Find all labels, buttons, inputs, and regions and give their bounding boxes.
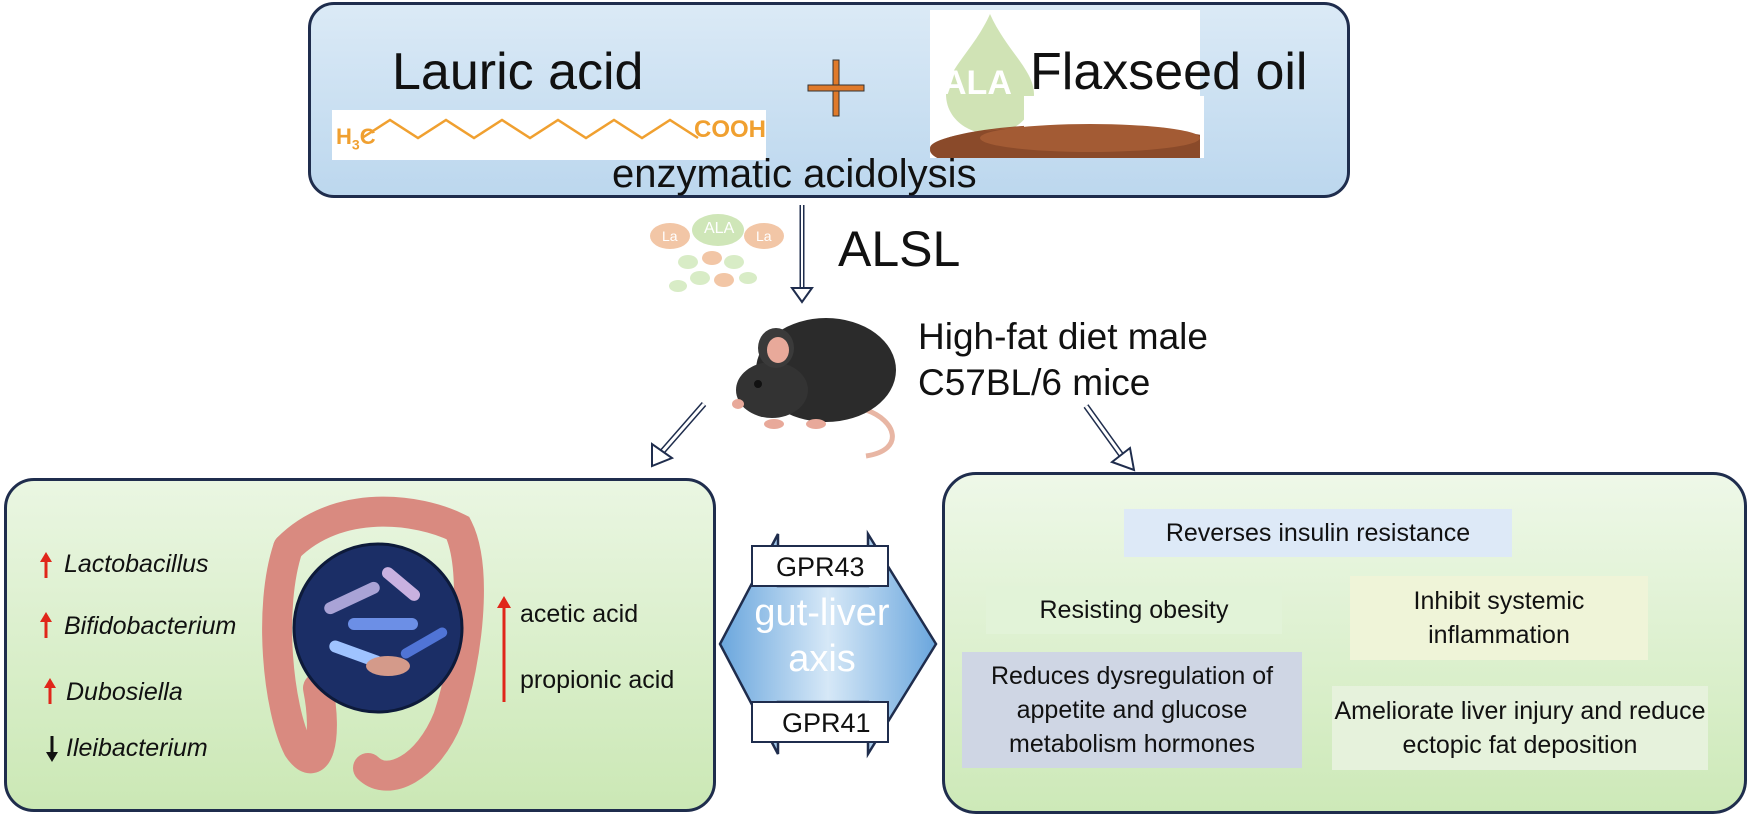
mini-la-left: La bbox=[662, 228, 678, 244]
formula-h3c: H3C bbox=[336, 124, 376, 153]
effect-box: Ameliorate liver injury and reduce ectop… bbox=[1332, 686, 1708, 770]
gpr43-label: GPR43 bbox=[776, 552, 865, 582]
product-label: ALSL bbox=[838, 221, 961, 277]
flaxseed-seeds-icon bbox=[930, 124, 1200, 158]
animal-model-line1: High-fat diet male bbox=[918, 316, 1208, 357]
effect-box: Reverses insulin resistance bbox=[1124, 509, 1512, 557]
mouse-icon bbox=[732, 318, 896, 459]
intestine-icon bbox=[262, 496, 484, 791]
plus-icon bbox=[807, 59, 865, 117]
axis-line2: axis bbox=[788, 638, 856, 680]
bacteria-item: Dubosiella bbox=[66, 678, 183, 706]
lauric-acid-structure: H3C COOH bbox=[332, 110, 766, 160]
animal-model-line2: C57BL/6 mice bbox=[918, 362, 1151, 403]
mini-ala: ALA bbox=[704, 220, 735, 237]
process-label: enzymatic acidolysis bbox=[612, 152, 977, 196]
effect-box: Inhibit systemic inflammation bbox=[1350, 576, 1648, 660]
down-arrow-icon bbox=[46, 736, 58, 762]
bacteria-item: Bifidobacterium bbox=[64, 612, 237, 640]
gpr41-label: GPR41 bbox=[782, 708, 871, 738]
gut-liver-axis-label: gut-liver axis bbox=[742, 590, 902, 682]
bacteria-item: Ileibacterium bbox=[66, 734, 208, 762]
ala-badge: ALA bbox=[942, 64, 1012, 102]
effect-box: Resisting obesity bbox=[986, 586, 1282, 634]
axis-line1: gut-liver bbox=[754, 592, 890, 634]
mini-la-right: La bbox=[756, 228, 772, 244]
up-arrow-icon bbox=[40, 552, 52, 578]
acid-item: propionic acid bbox=[520, 666, 675, 694]
ala-la-molecules-icon bbox=[650, 214, 784, 292]
bacteria-item: Lactobacillus bbox=[64, 550, 209, 578]
acid-up-arrow-icon bbox=[497, 596, 511, 702]
acid-item: acetic acid bbox=[520, 600, 639, 628]
lauric-acid-title: Lauric acid bbox=[392, 43, 644, 101]
effect-box: Reduces dysregulation of appetite and gl… bbox=[962, 652, 1302, 768]
up-arrow-icon bbox=[40, 612, 52, 638]
flaxseed-oil-title: Flaxseed oil bbox=[1030, 43, 1308, 101]
formula-cooh: COOH bbox=[694, 116, 766, 143]
carbon-chain-icon bbox=[361, 118, 699, 140]
animal-model-label: High-fat diet male C57BL/6 mice bbox=[918, 314, 1208, 406]
up-arrow-icon bbox=[44, 678, 56, 704]
